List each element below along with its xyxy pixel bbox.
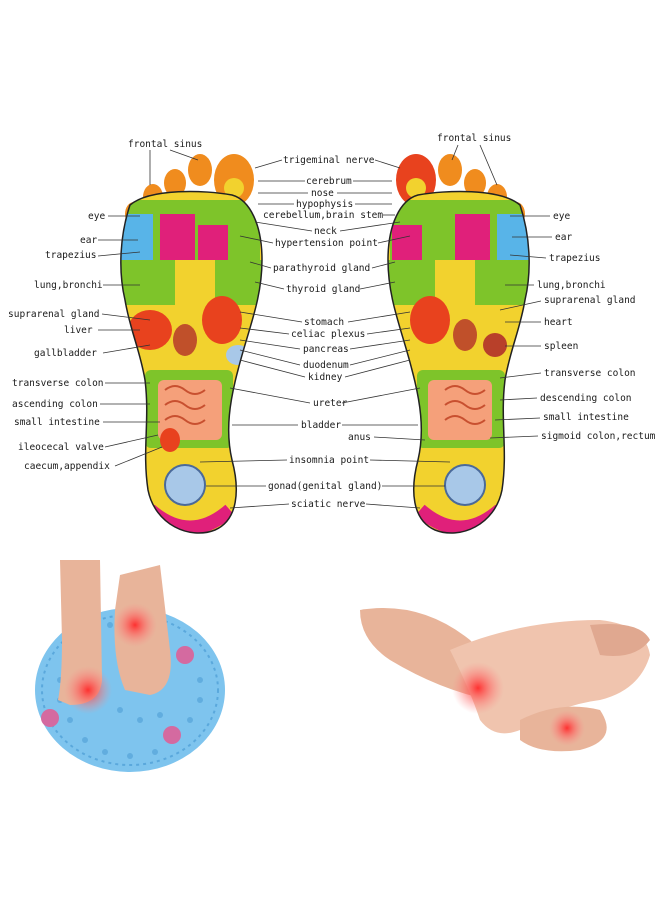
label-hypertension-point: hypertension point [275,238,378,249]
label-duodenum: duodenum [303,360,349,371]
label-left-suprarenal: suprarenal gland [8,309,100,320]
right-foot [387,154,530,534]
label-left-ascending-colon: ascending colon [12,399,98,410]
label-right-heart: heart [544,317,573,328]
label-insomnia-point: insomnia point [289,455,369,466]
label-stomach: stomach [304,317,344,328]
label-nose: nose [311,188,334,199]
label-right-lung: lung,bronchi [537,280,606,291]
label-right-spleen: spleen [544,341,578,352]
label-left-transverse-colon: transverse colon [12,378,104,389]
right-toe-3 [464,169,486,197]
label-left-frontal-sinus: frontal sinus [128,139,202,150]
label-ureter: ureter [313,398,348,409]
label-right-sigmoid: sigmoid colon,rectum [541,431,656,442]
label-pancreas: pancreas [303,344,349,355]
label-trigeminal-nerve: trigeminal nerve [283,155,375,166]
label-cerebellum: cerebellum,brain stem [263,210,383,221]
foot-massage-hands-photo [360,608,650,752]
label-left-small-intestine: small intestine [14,417,100,428]
label-anus: anus [348,432,371,443]
label-thyroid: thyroid gland [286,284,360,295]
right-toe-2 [438,154,462,186]
label-hypophysis: hypophysis [296,199,353,210]
label-right-ear: ear [555,232,572,243]
label-left-caecum: caecum,appendix [24,461,110,472]
label-gonad: gonad(genital gland) [268,481,382,492]
labels-left: frontal sinus eye ear trapezius lung,bro… [8,139,202,472]
labels-right: frontal sinus eye ear trapezius lung,bro… [437,133,656,442]
label-right-suprarenal: suprarenal gland [544,295,636,306]
label-right-eye: eye [553,211,570,222]
label-left-gallbladder: gallbladder [34,348,97,359]
label-right-trapezius: trapezius [549,253,600,264]
label-left-ileocecal: ileocecal valve [18,442,104,453]
label-left-ear: ear [80,235,97,246]
label-sciatic-nerve: sciatic nerve [291,499,366,510]
label-right-transverse-colon: transverse colon [544,368,636,379]
label-left-trapezius: trapezius [45,250,96,261]
left-toe-2 [188,154,212,186]
label-left-lung: lung,bronchi [34,280,103,291]
label-right-small-intestine: small intestine [543,412,629,423]
left-toe-3 [164,169,186,197]
label-cerebrum: cerebrum [306,176,352,187]
label-kidney: kidney [308,372,343,383]
label-parathyroid: parathyroid gland [273,263,370,274]
label-celiac-plexus: celiac plexus [291,329,365,340]
labels-center: trigeminal nerve cerebrum nose hypophysi… [199,155,451,510]
label-bladder: bladder [301,420,341,431]
label-left-liver: liver [64,325,93,336]
label-neck: neck [314,226,337,237]
foot-massage-mat-photo [35,560,225,772]
label-left-eye: eye [88,211,105,222]
label-right-frontal-sinus: frontal sinus [437,133,511,144]
label-right-descending-colon: descending colon [540,393,632,404]
